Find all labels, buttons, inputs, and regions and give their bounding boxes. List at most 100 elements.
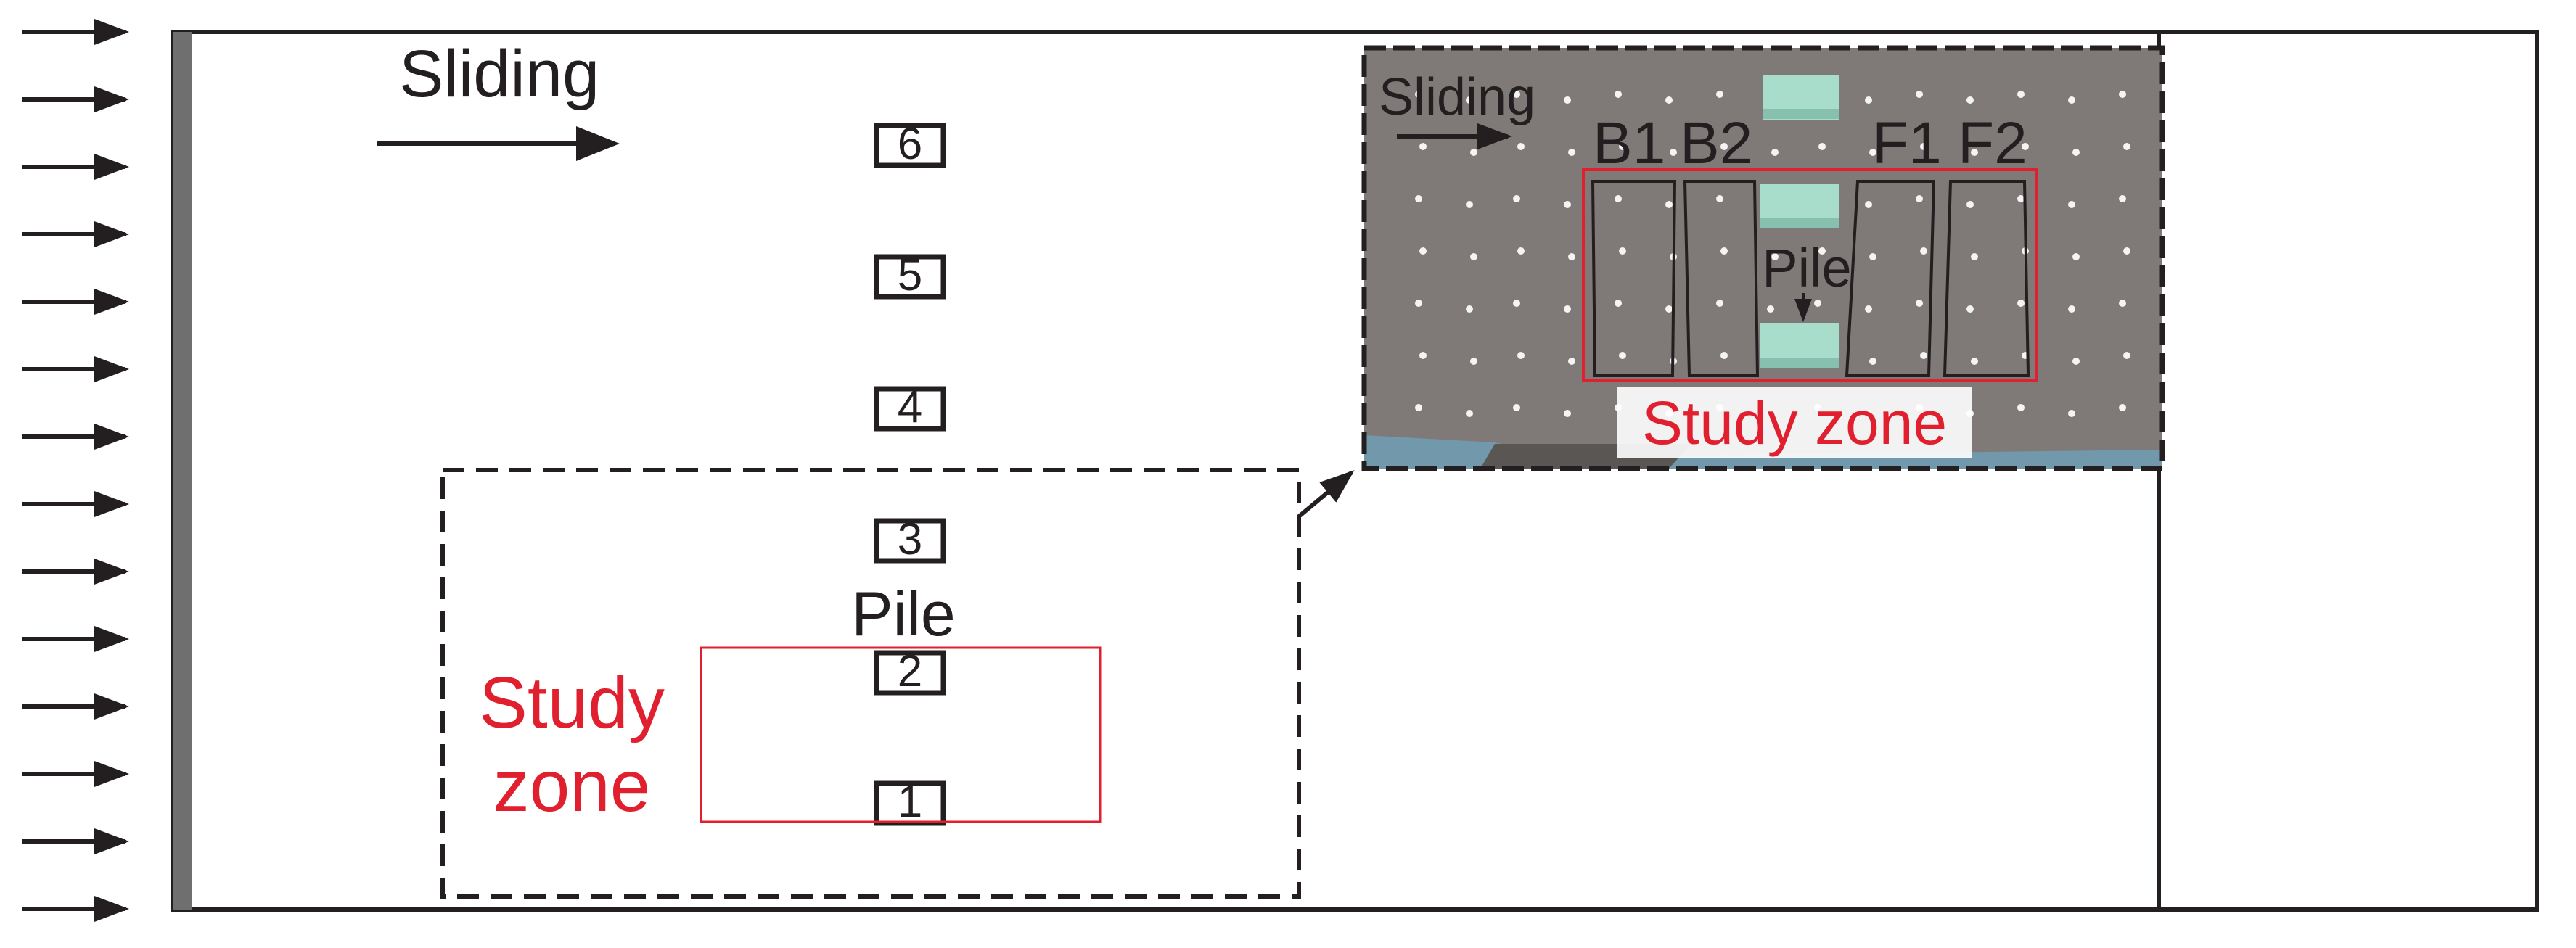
marker-dot [1419, 352, 1427, 359]
marker-dot [1615, 91, 1622, 98]
zoom-region-box [440, 468, 1301, 899]
marker-dot [1415, 404, 1422, 411]
pile-number: 2 [898, 646, 922, 696]
inset-pile-block-bottom [1760, 323, 1839, 368]
marker-dot [1818, 247, 1826, 255]
strip-label-f1: F1 [1872, 110, 1942, 176]
marker-dot [1568, 253, 1575, 260]
pile-number: 4 [898, 382, 922, 432]
strip-f1 [1845, 180, 1936, 377]
marker-dot [2119, 300, 2126, 307]
marker-dot [1771, 253, 1779, 260]
marker-dot [1670, 149, 1677, 156]
marker-dot [1869, 358, 1876, 365]
pile-number: 6 [898, 119, 922, 169]
inset-photo-border [1361, 45, 2165, 471]
pile-number: 5 [898, 250, 922, 300]
marker-dot [2068, 305, 2075, 313]
marker-dot [1470, 253, 1477, 260]
marker-dot [1513, 300, 1520, 307]
marker-dot [1720, 143, 1728, 150]
marker-dot [1419, 143, 1427, 150]
strip-label-f2: F2 [1958, 110, 2027, 176]
marker-dot [1564, 96, 1571, 104]
strip-f2 [1943, 180, 2030, 377]
pile-2: 2 [874, 646, 946, 696]
pile-3: 3 [874, 514, 946, 564]
marker-dot [1564, 305, 1571, 313]
pile-1: 1 [874, 777, 946, 827]
marker-dot [1716, 300, 1723, 307]
marker-dot [1920, 247, 1927, 255]
marker-dot [1564, 410, 1571, 417]
marker-dot [1665, 201, 1673, 208]
marker-dot [1470, 358, 1477, 365]
strip-label-b1: B1 [1593, 110, 1665, 176]
marker-dot [1466, 201, 1473, 208]
marker-dot [2119, 404, 2126, 411]
marker-dot [1466, 305, 1473, 313]
marker-dot [1966, 96, 1974, 104]
inset-sliding-label: Sliding [1379, 68, 1535, 126]
marker-dot [1568, 149, 1575, 156]
marker-dot [1920, 143, 1927, 150]
inset-pile-block-middle [1760, 184, 1839, 228]
marker-dot [1517, 352, 1525, 359]
marker-dot [1619, 352, 1626, 359]
marker-dot [1865, 201, 1872, 208]
marker-dot [1869, 253, 1876, 260]
marker-dot [2017, 91, 2025, 98]
marker-dot [2072, 149, 2080, 156]
marker-dot [1513, 195, 1520, 202]
marker-dot [1971, 149, 1978, 156]
marker-dot [1767, 305, 1774, 313]
marker-dot [1419, 247, 1427, 255]
marker-dot [1865, 305, 1872, 313]
strip-b1 [1591, 180, 1677, 377]
marker-dot [1916, 91, 1923, 98]
marker-dot [2017, 195, 2025, 202]
marker-dot [1716, 91, 1723, 98]
strip-label-b2: B2 [1680, 110, 1752, 176]
marker-dot [1466, 410, 1473, 417]
pile-4: 4 [874, 382, 946, 432]
marker-dot [1619, 143, 1626, 150]
marker-dot [1415, 300, 1422, 307]
marker-dot [1470, 149, 1477, 156]
marker-dot [2123, 352, 2130, 359]
marker-dot [1517, 247, 1525, 255]
marker-dot [1615, 300, 1622, 307]
marker-dot [1966, 305, 1974, 313]
marker-dot [1665, 305, 1673, 313]
study-zone-label-line2: zone [493, 746, 651, 827]
marker-dot [1916, 300, 1923, 307]
marker-dot [2068, 96, 2075, 104]
marker-dot [1720, 352, 1728, 359]
inset-photo: Sliding B1 B2 F1 F2 Pile Study zone [1361, 45, 2165, 471]
marker-dot [2123, 247, 2130, 255]
zoom-pointer-arrow [1297, 470, 1355, 519]
marker-dot [2119, 195, 2126, 202]
marker-dot [1513, 91, 1520, 98]
study-zone-label-line1: Study [479, 662, 665, 743]
marker-dot [1665, 96, 1673, 104]
pile-5: 5 [874, 250, 946, 300]
marker-dot [1564, 201, 1571, 208]
marker-dot [1869, 149, 1876, 156]
strip-b2 [1683, 180, 1760, 377]
marker-dot [1716, 195, 1723, 202]
marker-dot [2072, 358, 2080, 365]
inset-pile-block-top [1763, 75, 1839, 120]
marker-dot [1466, 96, 1473, 104]
marker-dot [2068, 410, 2075, 417]
marker-dot [2068, 201, 2075, 208]
pile-number: 3 [898, 514, 922, 564]
inset-pile-label: Pile [1762, 238, 1851, 298]
marker-dot [1971, 358, 1978, 365]
marker-dot [1818, 143, 1826, 150]
marker-dot [2123, 143, 2130, 150]
marker-dot [1568, 358, 1575, 365]
inset-study-zone-label-bg [1617, 387, 1972, 458]
marker-dot [1971, 253, 1978, 260]
